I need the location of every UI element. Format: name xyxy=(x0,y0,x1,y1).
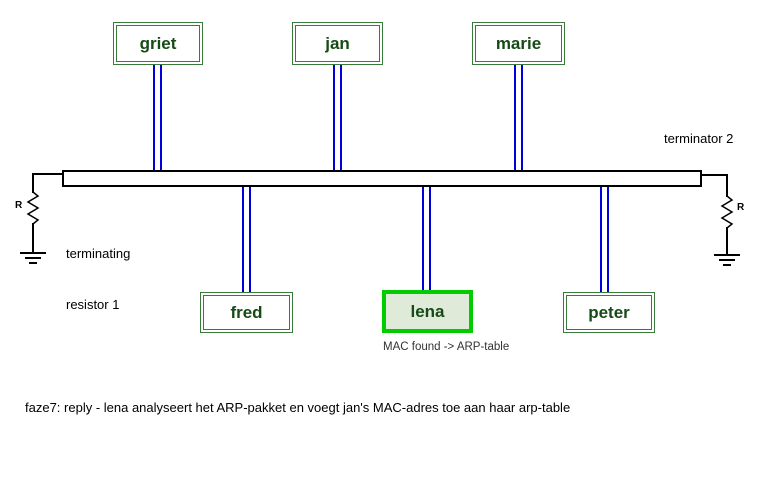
node-peter-label: peter xyxy=(588,302,630,322)
left-terminator-wire-top xyxy=(32,173,34,193)
connector-griet xyxy=(153,65,162,171)
connector-marie xyxy=(514,65,523,171)
terminating-resistor-1-label: terminating resistor 1 xyxy=(66,211,130,347)
node-griet-label: griet xyxy=(139,33,177,53)
node-fred: fred xyxy=(200,292,293,333)
connector-lena xyxy=(422,185,431,292)
node-jan-label: jan xyxy=(325,33,350,53)
ground-symbol-right-icon xyxy=(714,254,740,269)
terminating-resistor-1-line2: resistor 1 xyxy=(66,297,120,312)
resistor-right-label: R xyxy=(737,202,745,213)
node-lena-label: lena xyxy=(410,301,445,321)
resistor-left-icon xyxy=(26,192,40,224)
node-marie-label: marie xyxy=(495,33,542,53)
node-lena: lena xyxy=(382,290,473,333)
terminator-2-label: terminator 2 xyxy=(664,131,734,146)
terminating-resistor-1-line1: terminating xyxy=(66,246,131,261)
caption-text: faze7: reply - lena analyseert het ARP-p… xyxy=(25,400,571,415)
ground-symbol-left-icon xyxy=(20,252,46,267)
left-terminator-wire-horizontal xyxy=(32,173,63,175)
right-terminator-wire-bottom xyxy=(726,227,728,255)
node-marie: marie xyxy=(472,22,565,65)
node-peter: peter xyxy=(563,292,655,333)
node-fred-label: fred xyxy=(230,302,263,322)
node-griet: griet xyxy=(113,22,203,65)
mac-found-label: MAC found -> ARP-table xyxy=(383,341,510,353)
right-terminator-wire-top xyxy=(726,174,728,197)
node-jan: jan xyxy=(292,22,383,65)
connector-peter xyxy=(600,185,609,292)
left-terminator-wire-bottom xyxy=(32,223,34,253)
resistor-right-icon xyxy=(720,196,734,228)
resistor-left-label: R xyxy=(15,200,23,211)
right-terminator-wire-horizontal xyxy=(700,174,728,176)
connector-jan xyxy=(333,65,342,171)
connector-fred xyxy=(242,185,251,292)
bus-bar xyxy=(62,170,702,187)
